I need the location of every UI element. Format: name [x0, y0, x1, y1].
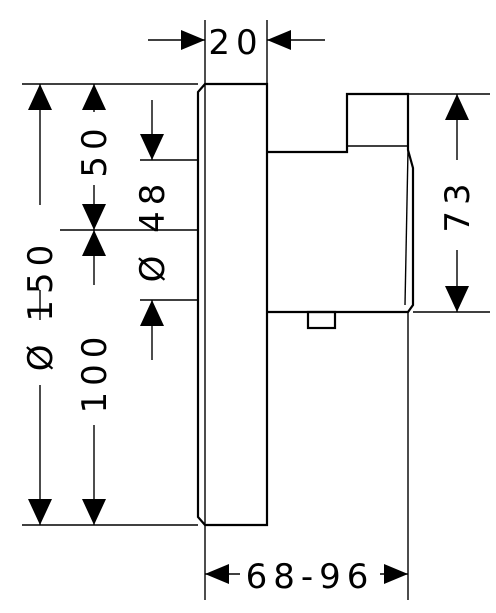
- dim-upper-offset: 50: [75, 122, 115, 177]
- dimension-lines: [39, 39, 458, 575]
- dim-body-height: 73: [438, 177, 478, 232]
- arrowheads: [28, 30, 469, 584]
- dim-projection-range: 68-96: [246, 557, 375, 597]
- dim-inner-diameter: Ø 48: [133, 178, 173, 283]
- dimension-labels: 20 Ø 150 50 100 Ø 48 73 68-96: [21, 23, 478, 597]
- dim-outer-diameter: Ø 150: [21, 239, 61, 371]
- valve-body: [267, 92, 415, 330]
- dim-depth-top: 20: [208, 23, 263, 63]
- cover-plate: [196, 82, 269, 527]
- extension-lines: [22, 20, 490, 600]
- dim-lower-offset: 100: [75, 331, 115, 414]
